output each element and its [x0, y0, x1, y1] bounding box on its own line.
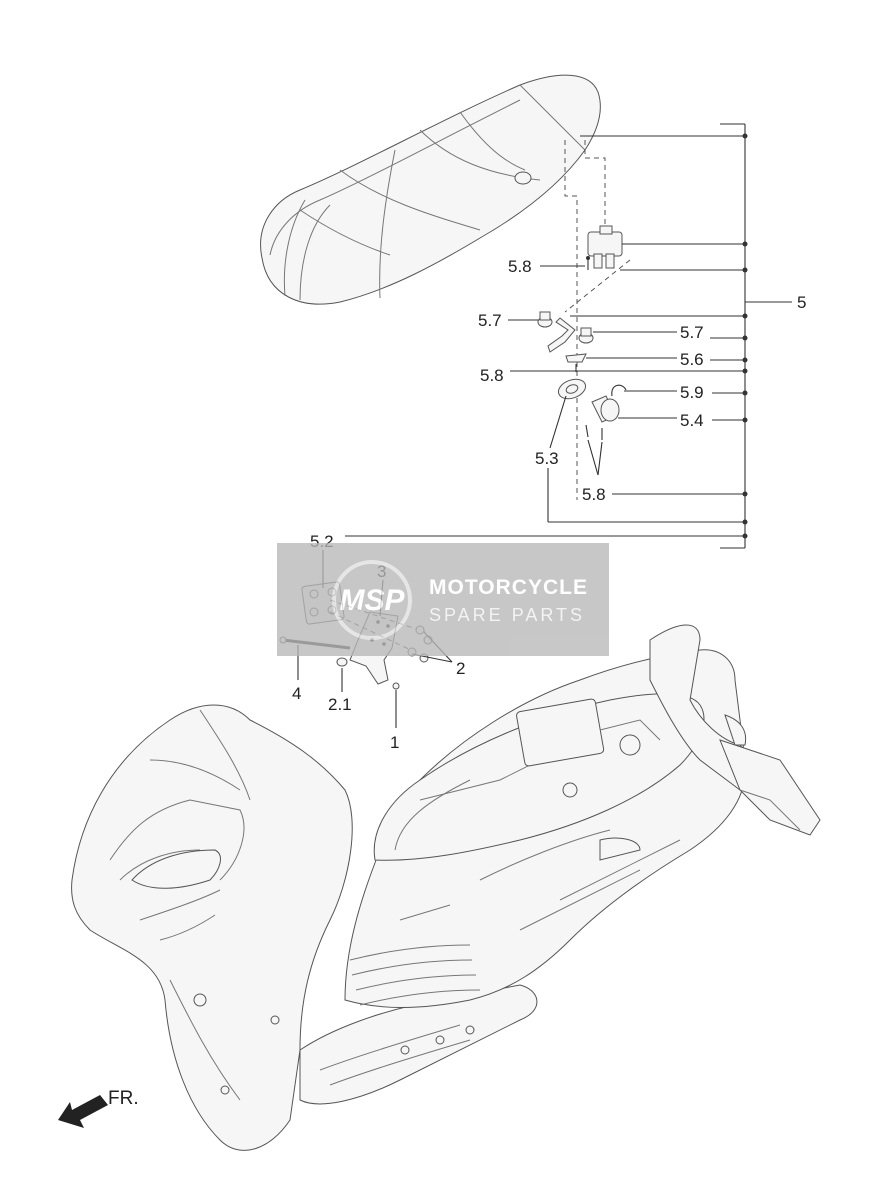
- callout-5-8-lower: 5.8: [582, 485, 606, 504]
- watermark-logo-icon: [332, 560, 412, 640]
- callout-1: 1: [390, 733, 399, 752]
- callout-5-8-middle: 5.8: [480, 366, 504, 385]
- guide-line: [564, 259, 631, 313]
- callout-2: 2: [456, 659, 465, 678]
- lock-bracket: [565, 353, 587, 372]
- leader-lines: [297, 123, 792, 728]
- rubber-buffer-left: [537, 311, 553, 328]
- callout-5: 5: [797, 293, 806, 312]
- front-direction-label: FR.: [108, 1088, 139, 1109]
- seat: [260, 74, 601, 305]
- callout-2-1: 2.1: [328, 695, 352, 714]
- callout-5-7-right: 5.7: [680, 323, 704, 342]
- callout-4: 4: [292, 684, 301, 703]
- lock-cable: [547, 317, 576, 353]
- watermark-box: [277, 543, 609, 656]
- callout-5-4: 5.4: [680, 411, 704, 430]
- scooter-body: [71, 624, 821, 1151]
- watermark-logo: MSP: [339, 584, 405, 617]
- lock-cover: [557, 378, 587, 400]
- watermark-subtitle: SPARE PARTS: [429, 605, 585, 625]
- lock-hook: [587, 225, 623, 269]
- guide-line: [564, 140, 578, 500]
- screws-pair: [585, 424, 603, 440]
- callout-5-9: 5.9: [680, 383, 704, 402]
- callout-5-8-upper: 5.8: [508, 257, 532, 276]
- washer: [336, 657, 348, 667]
- small-nut: [392, 682, 400, 690]
- callout-5-3: 5.3: [535, 449, 559, 468]
- callout-5-6: 5.6: [680, 350, 704, 369]
- small-screw: [586, 256, 590, 270]
- watermark: MSP MOTORCYCLE SPARE PARTS: [277, 543, 609, 656]
- lock-cylinder: [591, 395, 620, 423]
- front-arrow-icon: [58, 1095, 108, 1128]
- watermark-title: MOTORCYCLE: [429, 576, 588, 599]
- spring-clip: [611, 384, 627, 397]
- rubber-buffer-right: [578, 327, 594, 344]
- guide-line: [584, 140, 606, 232]
- callout-5-7-left: 5.7: [478, 311, 502, 330]
